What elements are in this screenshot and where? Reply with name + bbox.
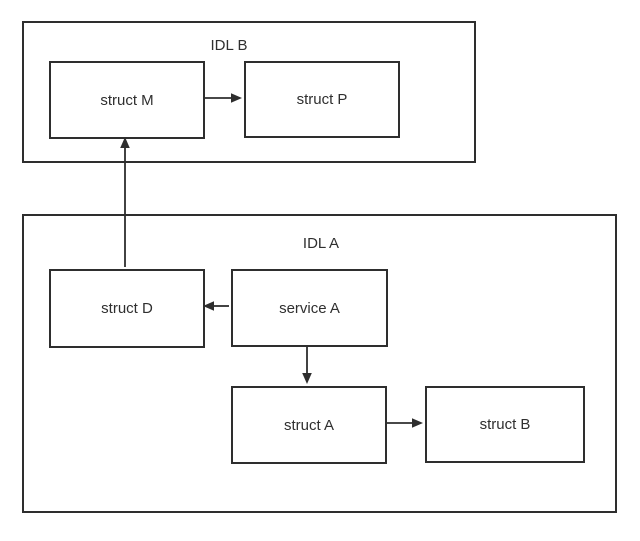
node-struct-p: struct P bbox=[244, 61, 400, 138]
container-idl-a: IDL A struct D service A struct A struct… bbox=[22, 214, 617, 513]
container-idl-a-label: IDL A bbox=[302, 235, 340, 252]
node-struct-b: struct B bbox=[425, 386, 585, 463]
container-idl-b-label: IDL B bbox=[210, 37, 248, 54]
node-service-a: service A bbox=[231, 269, 388, 347]
node-struct-m: struct M bbox=[49, 61, 205, 139]
container-idl-b: IDL B struct M struct P bbox=[22, 21, 476, 163]
node-struct-d: struct D bbox=[49, 269, 205, 348]
node-struct-a: struct A bbox=[231, 386, 387, 464]
